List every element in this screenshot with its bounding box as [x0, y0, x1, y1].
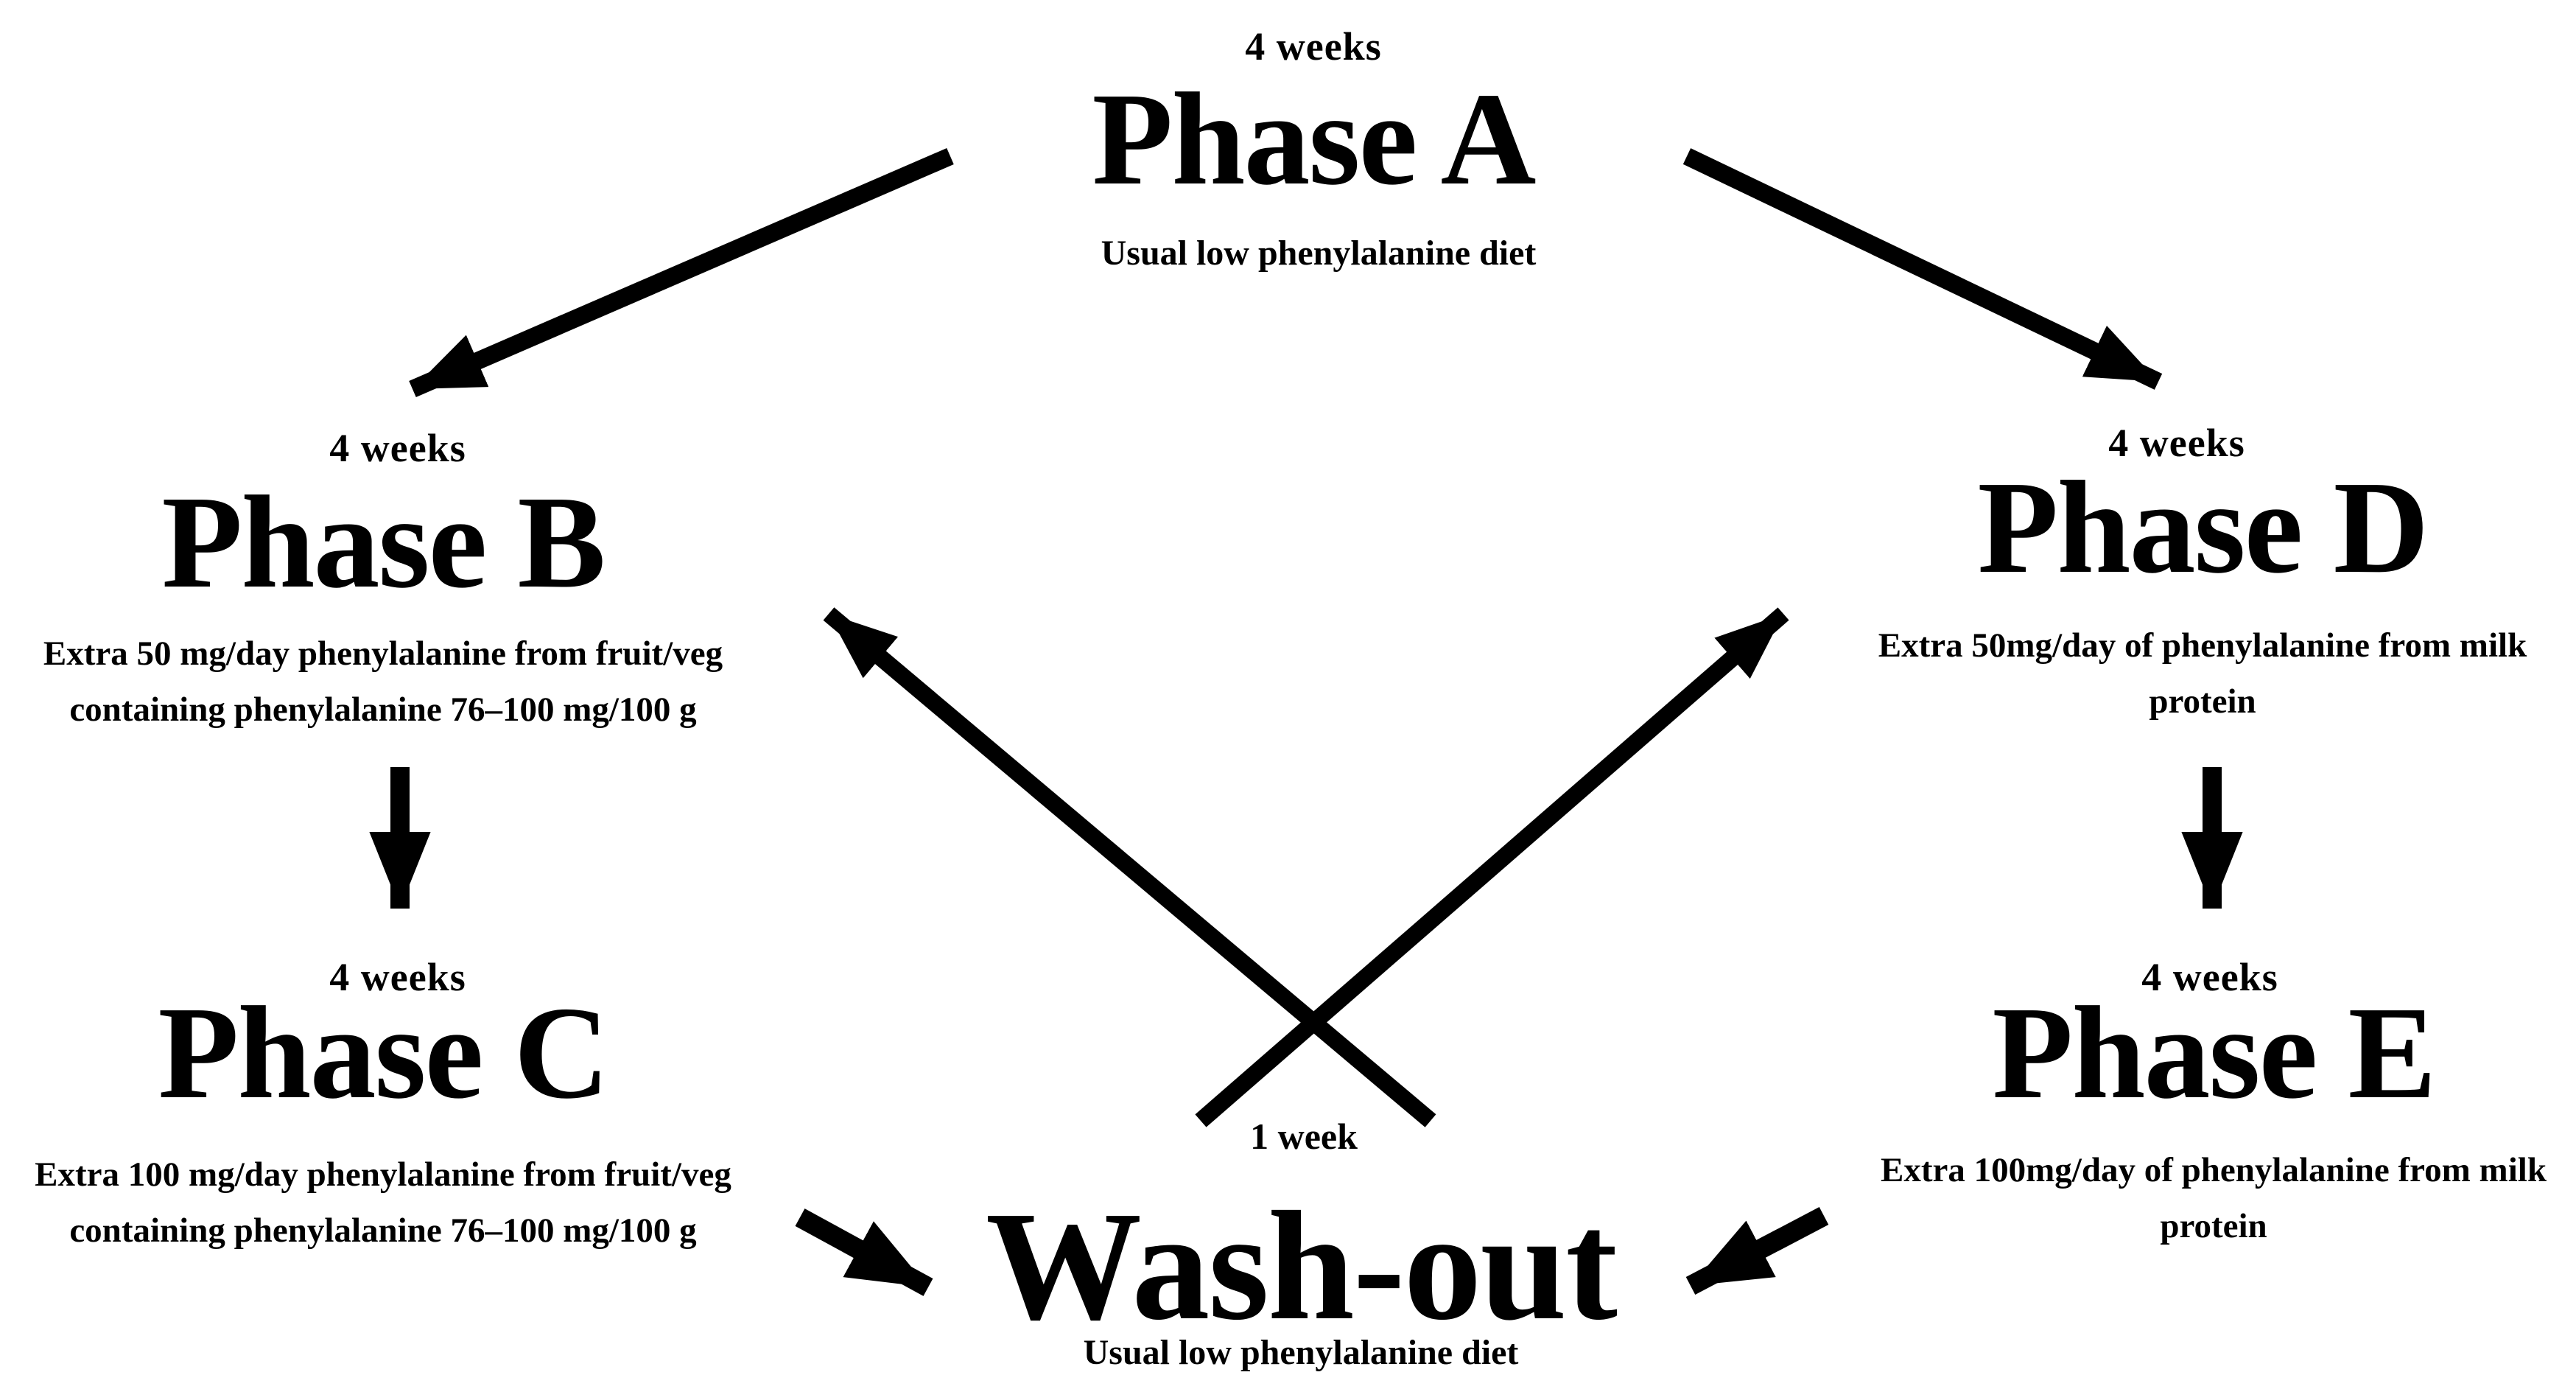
wash-out-duration: 1 week — [1250, 1116, 1358, 1157]
phase-b-description: Extra 50 mg/day phenylalanine from fruit… — [0, 626, 972, 738]
arrow-wash-out-to-phase-b — [823, 607, 1436, 1127]
phase-e-description-line-2: protein — [2160, 1207, 2267, 1246]
phase-b-description-line-1: Extra 50 mg/day phenylalanine from fruit… — [43, 634, 723, 673]
arrow-phase-c-to-wash-out — [795, 1208, 933, 1296]
phase-d-title: Phase D — [1977, 454, 2429, 601]
phase-d-description: Extra 50mg/day of phenylalanine from mil… — [1613, 617, 2576, 730]
phase-c-description-line-1: Extra 100 mg/day phenylalanine from frui… — [35, 1155, 731, 1194]
phase-e-description-line-1: Extra 100mg/day of phenylalanine from mi… — [1881, 1151, 2547, 1189]
phase-d-description-line-1: Extra 50mg/day of phenylalanine from mil… — [1878, 626, 2527, 665]
phase-e-duration: 4 weeks — [2141, 955, 2278, 999]
phase-d-duration: 4 weeks — [2108, 421, 2245, 465]
arrow-phase-a-to-phase-b — [409, 147, 954, 398]
phase-e-description: Extra 100mg/day of phenylalanine from mi… — [1624, 1142, 2576, 1254]
phase-c-description-line-2: containing phenylalanine 76–100 mg/100 g — [69, 1211, 697, 1250]
wash-out-title: Wash-out — [986, 1179, 1618, 1352]
wash-out-description: Usual low phenylalanine diet — [1083, 1333, 1519, 1372]
phase-c-description: Extra 100 mg/day phenylalanine from frui… — [0, 1147, 972, 1259]
phase-b-description-line-2: containing phenylalanine 76–100 mg/100 g — [69, 690, 697, 730]
phase-a-duration: 4 weeks — [1245, 24, 1382, 69]
arrow-phase-a-to-phase-d — [1682, 148, 2163, 390]
phase-e-title: Phase E — [1992, 979, 2436, 1126]
phase-b-title: Phase B — [161, 469, 606, 615]
phase-a-title: Phase A — [1092, 66, 1536, 212]
phase-d-description-line-2: protein — [2149, 682, 2256, 721]
arrow-wash-out-to-phase-d — [1195, 607, 1789, 1127]
phase-c-duration: 4 weeks — [329, 955, 466, 999]
phase-c-title: Phase C — [158, 979, 610, 1126]
phase-b-duration: 4 weeks — [329, 426, 466, 470]
phase-a-description: Usual low phenylalanine diet — [1101, 234, 1537, 273]
arrow-phase-e-to-wash-out — [1685, 1207, 1829, 1295]
